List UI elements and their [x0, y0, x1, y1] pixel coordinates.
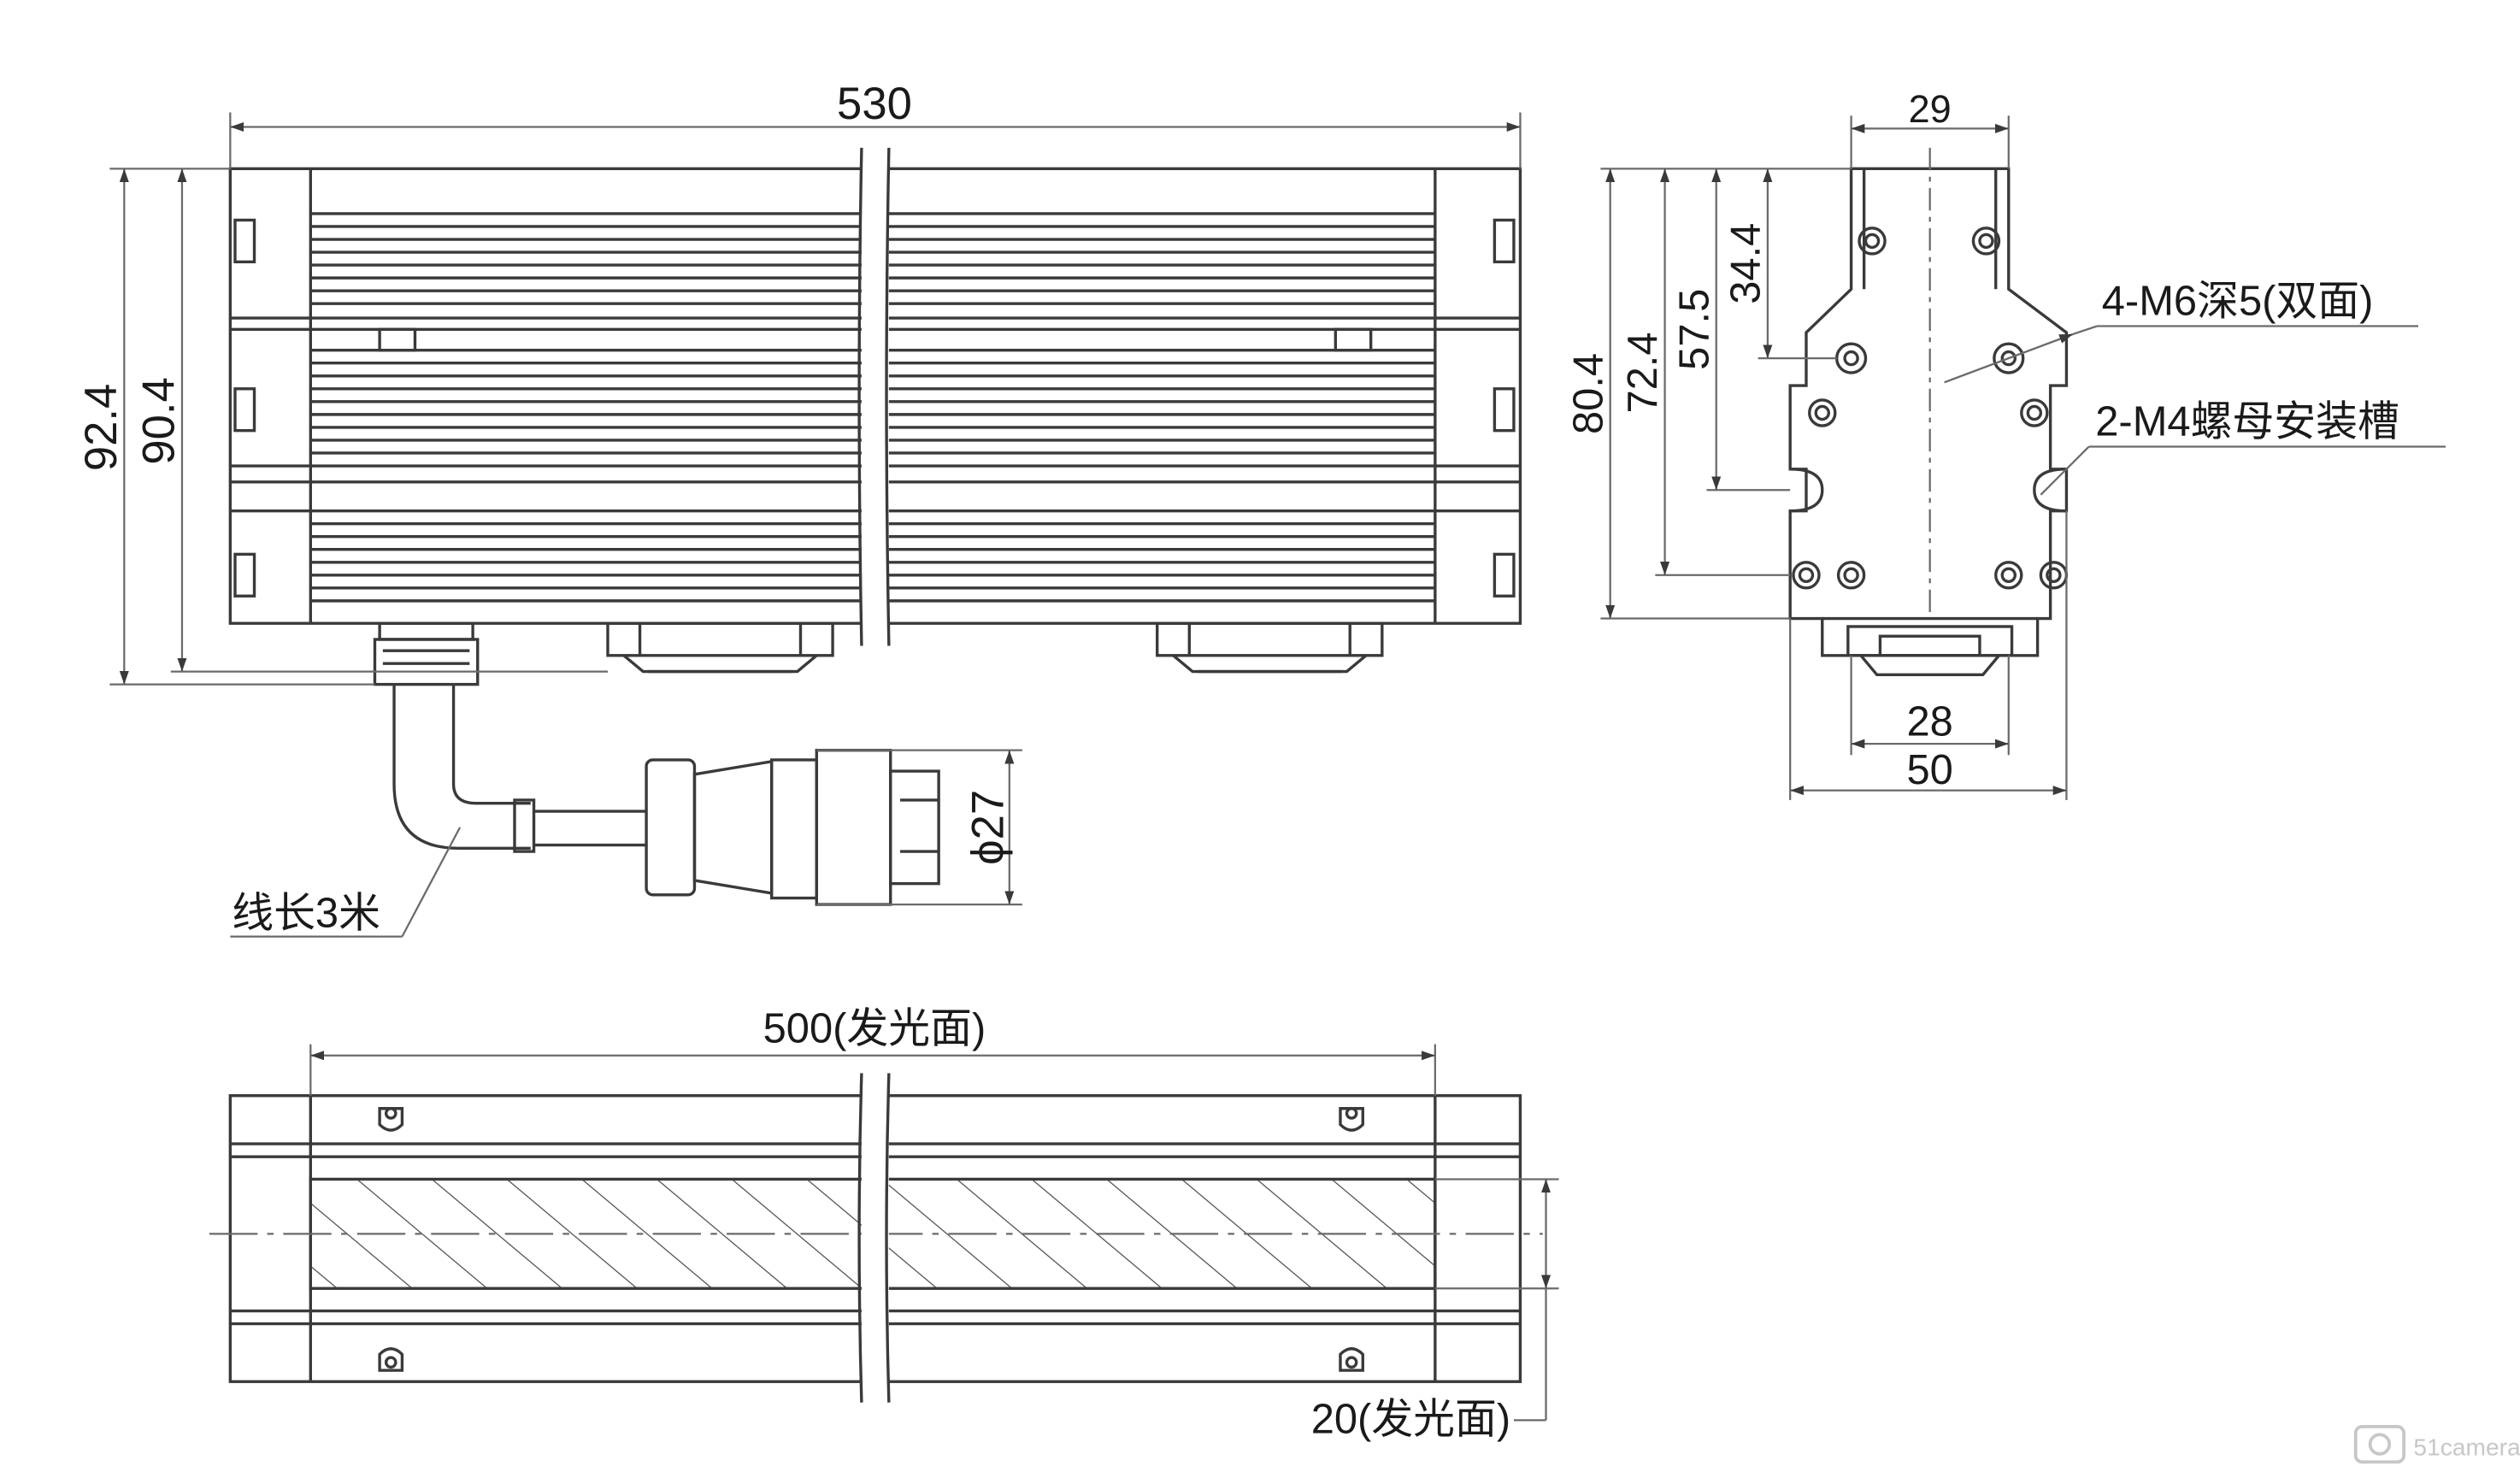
mounting-bracket-right	[1156, 621, 1384, 674]
dim-base-width: 50	[1907, 747, 1953, 793]
watermark-logo: 51camera	[2353, 1424, 2520, 1464]
side-holes	[1792, 227, 2069, 590]
watermark-text: 51camera	[2413, 1434, 2520, 1461]
dim-emitting-length: 500(发光面)	[763, 1006, 986, 1052]
dim-body-height: 90.4	[134, 377, 185, 464]
side-profile	[1788, 167, 2069, 657]
dim-side-height-34-4: 34.4	[1722, 223, 1769, 304]
bottom-view: 500(发光面) 20(发光面)	[209, 1006, 1559, 1442]
dim-side-height-80-4: 80.4	[1565, 353, 1611, 434]
front-view: 530 92.4 90.4 ϕ27 线长3米	[76, 79, 1522, 938]
cable-assembly	[373, 621, 940, 906]
cable-length-note: 线长3米	[232, 890, 380, 936]
dim-bracket-width: 28	[1907, 699, 1953, 745]
callout-m6-holes: 4-M6深5(双面)	[2102, 278, 2374, 324]
dim-side-height-57-5: 57.5	[1671, 289, 1717, 370]
dim-overall-height: 92.4	[76, 384, 127, 471]
callout-m4-slots: 2-M4螺母安装槽	[2095, 398, 2399, 445]
side-view: 29 80.4 72.4 57.5 34.4 4-M6深5(双面) 2-M4螺母…	[1565, 87, 2446, 800]
dim-side-height-72-4: 72.4	[1620, 332, 1666, 413]
mounting-bracket-left	[606, 621, 834, 674]
dim-side-width: 29	[1909, 87, 1952, 131]
dim-emitting-width: 20(发光面)	[1311, 1396, 1510, 1442]
dim-connector-diameter: ϕ27	[963, 790, 1013, 865]
dim-overall-length: 530	[837, 79, 912, 129]
